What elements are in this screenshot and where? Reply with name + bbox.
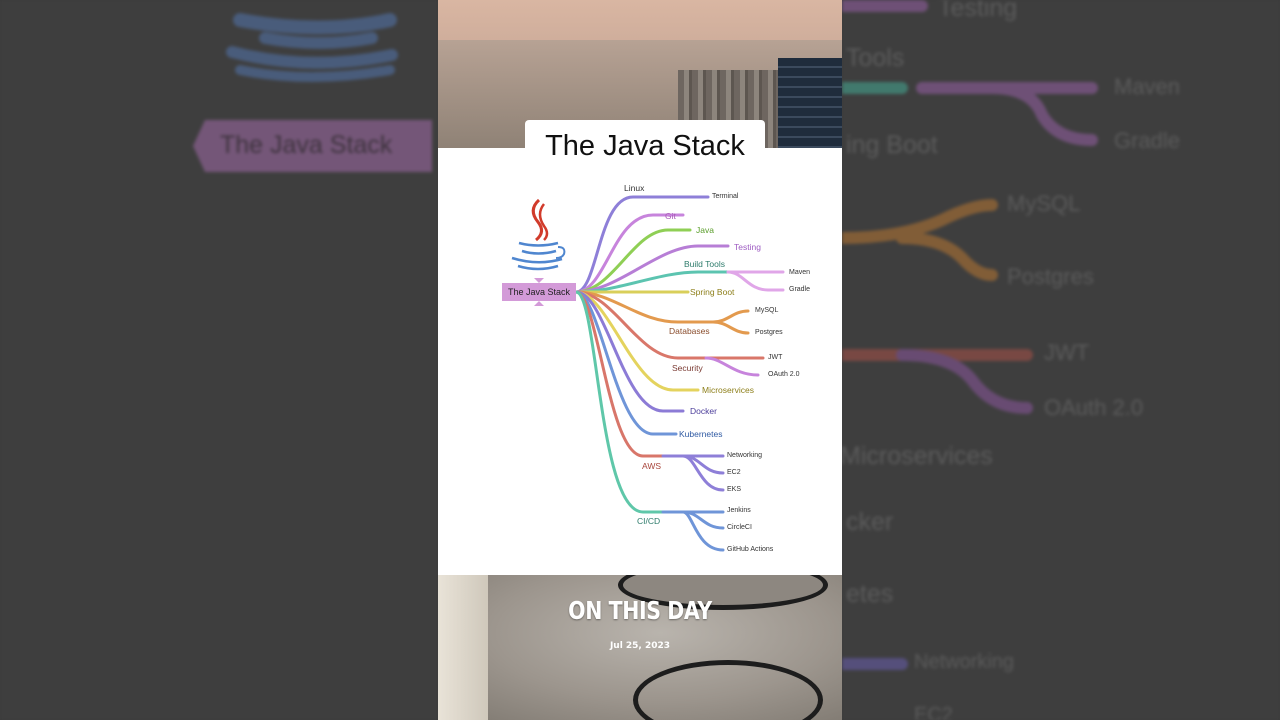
node-databases: Databases bbox=[669, 326, 710, 336]
background-label: Gradle bbox=[1114, 128, 1181, 153]
background-label: cker bbox=[846, 508, 894, 536]
background-label: ing Boot bbox=[846, 131, 938, 159]
branch-docker bbox=[574, 290, 685, 413]
leaf-networking: Networking bbox=[727, 452, 763, 459]
background-label: Networking bbox=[914, 651, 1015, 673]
node-security: Security bbox=[672, 363, 703, 373]
leaf-jenkins: Jenkins bbox=[727, 507, 751, 514]
background-label: Testing bbox=[938, 0, 1018, 22]
video-content[interactable]: The Java Stack The Java Stack Linux Git … bbox=[438, 0, 842, 720]
background-java-logo bbox=[193, 13, 432, 172]
background-root-label: The Java Stack bbox=[220, 131, 393, 159]
background-label: Microservices bbox=[842, 442, 993, 470]
node-testing: Testing bbox=[734, 242, 761, 252]
chair bbox=[438, 575, 488, 720]
leaf-maven: Maven bbox=[789, 269, 811, 276]
branch-security bbox=[574, 290, 708, 360]
java-logo-icon bbox=[511, 198, 566, 271]
node-java: Java bbox=[696, 225, 714, 235]
branch-linux bbox=[574, 195, 710, 294]
on-this-day-title: ON THIS DAY bbox=[568, 596, 712, 625]
leaf-oauth: OAuth 2.0 bbox=[768, 371, 800, 378]
mindmap-root-label: The Java Stack bbox=[502, 283, 576, 301]
background-label: OAuth 2.0 bbox=[1044, 395, 1144, 420]
window bbox=[778, 58, 842, 148]
node-linux: Linux bbox=[624, 183, 645, 193]
branch-cicd bbox=[574, 290, 665, 514]
background-left-panel: The Java Stack bbox=[0, 0, 438, 720]
node-aws: AWS bbox=[642, 461, 662, 471]
background-label: etes bbox=[846, 580, 894, 608]
background-label: EC2 bbox=[914, 704, 953, 720]
video-title: The Java Stack bbox=[545, 129, 745, 162]
leaf-ec2: EC2 bbox=[727, 469, 741, 476]
background-label: Postgres bbox=[1007, 264, 1094, 289]
leaf-terminal: Terminal bbox=[712, 193, 739, 200]
node-cicd: CI/CD bbox=[637, 516, 661, 526]
leaf-gradle: Gradle bbox=[789, 286, 811, 293]
side-table-base bbox=[633, 660, 823, 720]
branch-git bbox=[574, 213, 685, 294]
background-label: Tools bbox=[846, 44, 905, 72]
leaf-circleci: CircleCI bbox=[727, 524, 752, 531]
mindmap-diagram bbox=[511, 195, 785, 552]
background-label: JWT bbox=[1044, 340, 1090, 365]
node-kubernetes: Kubernetes bbox=[679, 429, 723, 439]
background-right-panel: Testing Tools Maven Gradle ing Boot MySQ… bbox=[842, 0, 1280, 720]
node-microservices: Microservices bbox=[702, 385, 754, 395]
background-label: MySQL bbox=[1007, 191, 1081, 216]
leaf-jwt: JWT bbox=[768, 354, 783, 361]
node-git: Git bbox=[665, 211, 676, 221]
node-build-tools: Build Tools bbox=[684, 259, 725, 269]
leaf-eks: EKS bbox=[727, 486, 742, 493]
leaf-postgres: Postgres bbox=[755, 329, 783, 336]
leaf-github-actions: GitHub Actions bbox=[727, 546, 774, 553]
background-label: Maven bbox=[1114, 74, 1181, 99]
on-this-day-date: Jul 25, 2023 bbox=[609, 641, 671, 651]
leaf-mysql: MySQL bbox=[755, 307, 779, 314]
video-title-box: The Java Stack bbox=[525, 120, 765, 172]
node-docker: Docker bbox=[690, 406, 717, 416]
node-spring-boot: Spring Boot bbox=[690, 287, 735, 297]
background-mindmap-branches bbox=[842, 0, 1098, 670]
